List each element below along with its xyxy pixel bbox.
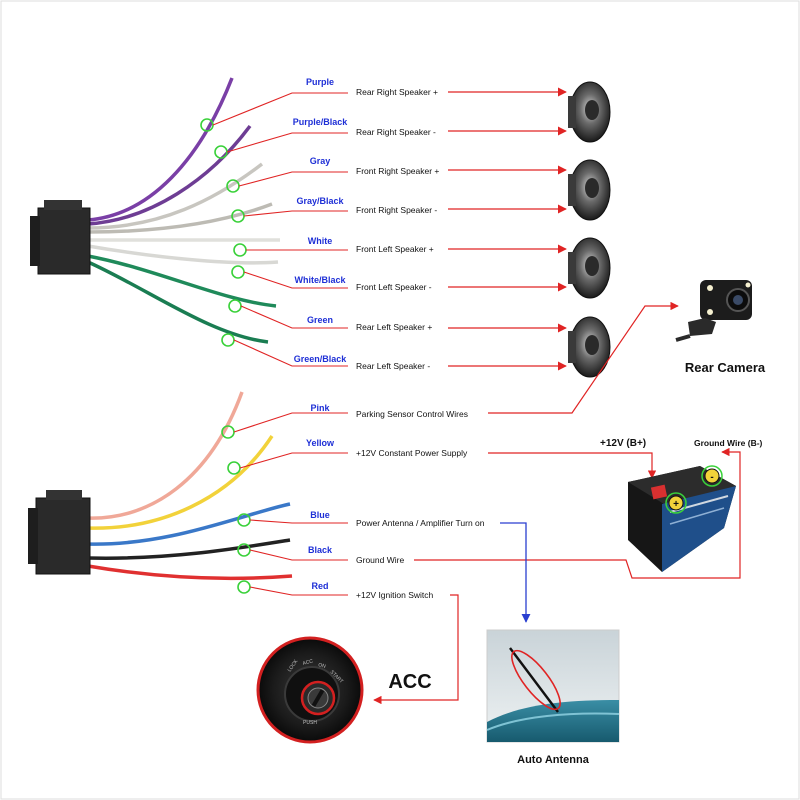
camera-arrow xyxy=(488,301,679,414)
antenna-arrow xyxy=(500,522,531,623)
wire-function-label: Rear Right Speaker - xyxy=(356,127,436,137)
wire-color-label: Red xyxy=(311,581,328,591)
wire-color-label: Black xyxy=(308,545,333,555)
wire-color-label: Green/Black xyxy=(294,354,348,364)
wire-function-label: Parking Sensor Control Wires xyxy=(356,409,468,419)
wire-gray xyxy=(87,162,264,230)
wire-function-label: Front Left Speaker - xyxy=(356,282,432,292)
auto-antenna-image xyxy=(486,629,620,743)
wire-purple xyxy=(87,77,234,222)
wire-color-label: Yellow xyxy=(306,438,335,448)
wire-color-label: Purple/Black xyxy=(293,117,349,127)
wire-function-label: Front Right Speaker + xyxy=(356,166,439,176)
ignition-on-text: ON xyxy=(317,662,326,670)
wire-function-label: +12V Constant Power Supply xyxy=(356,448,468,458)
top-connector xyxy=(30,200,91,275)
wire-color-label: Gray/Black xyxy=(296,196,344,206)
ignition-acc-text: ACC xyxy=(302,658,314,667)
rear-camera xyxy=(675,280,752,342)
wire-yellow xyxy=(87,435,274,530)
wire-color-label: Purple xyxy=(306,77,334,87)
wire-function-label: Ground Wire xyxy=(356,555,404,565)
wire-color-label: Green xyxy=(307,315,333,325)
wire-black xyxy=(87,538,291,560)
wire-pink xyxy=(87,391,244,520)
bottom-connector-body xyxy=(35,497,91,575)
battery-positive-arrow xyxy=(488,452,657,479)
wire-color-label: White/Black xyxy=(294,275,346,285)
bottom-leader-lines xyxy=(233,412,348,596)
wire-color-label: Gray xyxy=(310,156,331,166)
svg-text:+: + xyxy=(673,499,679,510)
wire-color-label: Blue xyxy=(310,510,330,520)
speaker-front-left xyxy=(568,237,611,299)
battery-positive-label: +12V (B+) xyxy=(600,438,646,449)
wire-function-label: +12V Ignition Switch xyxy=(356,590,434,600)
ignition-switch: LOCK ACC ON START PUSH xyxy=(256,636,364,744)
wire-green xyxy=(87,254,277,308)
acc-label: ACC xyxy=(388,671,431,693)
speaker-arrows xyxy=(448,87,567,371)
ground-wire-route xyxy=(414,447,741,579)
svg-text:-: - xyxy=(710,472,713,483)
rear-camera-label: Rear Camera xyxy=(685,360,766,375)
bottom-connector xyxy=(28,490,91,575)
bottom-wire-group xyxy=(87,391,293,581)
wire-green-black xyxy=(87,260,269,344)
speaker-rear-right xyxy=(568,81,611,143)
bottom-connector-side xyxy=(28,508,38,564)
acc-arrow xyxy=(373,594,459,705)
battery: + - xyxy=(628,465,736,572)
wire-gray-black xyxy=(87,202,273,234)
auto-antenna-label: Auto Antenna xyxy=(517,754,590,766)
speaker-front-right xyxy=(568,159,611,221)
top-wire-group xyxy=(87,77,280,344)
battery-ground-label: Ground Wire (B-) xyxy=(694,438,763,448)
wire-function-label: Rear Right Speaker + xyxy=(356,87,438,97)
top-connector-body xyxy=(37,207,91,275)
speaker-rear-left xyxy=(568,316,611,378)
wire-function-label: Front Left Speaker + xyxy=(356,244,434,254)
wire-color-label: Pink xyxy=(310,403,330,413)
wire-function-label: Power Antenna / Amplifier Turn on xyxy=(356,518,485,528)
ignition-push-text: PUSH xyxy=(303,720,317,726)
wire-function-label: Rear Left Speaker + xyxy=(356,322,432,332)
wire-purple-black xyxy=(87,124,252,226)
top-leader-lines xyxy=(212,92,348,367)
top-connector-clip xyxy=(44,200,82,210)
top-connector-side xyxy=(30,216,40,266)
wire-white-black xyxy=(87,244,279,265)
wire-function-label: Rear Left Speaker - xyxy=(356,361,430,371)
wire-function-label: Front Right Speaker - xyxy=(356,205,437,215)
wire-color-label: White xyxy=(308,236,333,246)
wire-blue xyxy=(87,502,291,546)
bottom-connector-clip xyxy=(46,490,82,500)
wire-red xyxy=(87,564,293,581)
